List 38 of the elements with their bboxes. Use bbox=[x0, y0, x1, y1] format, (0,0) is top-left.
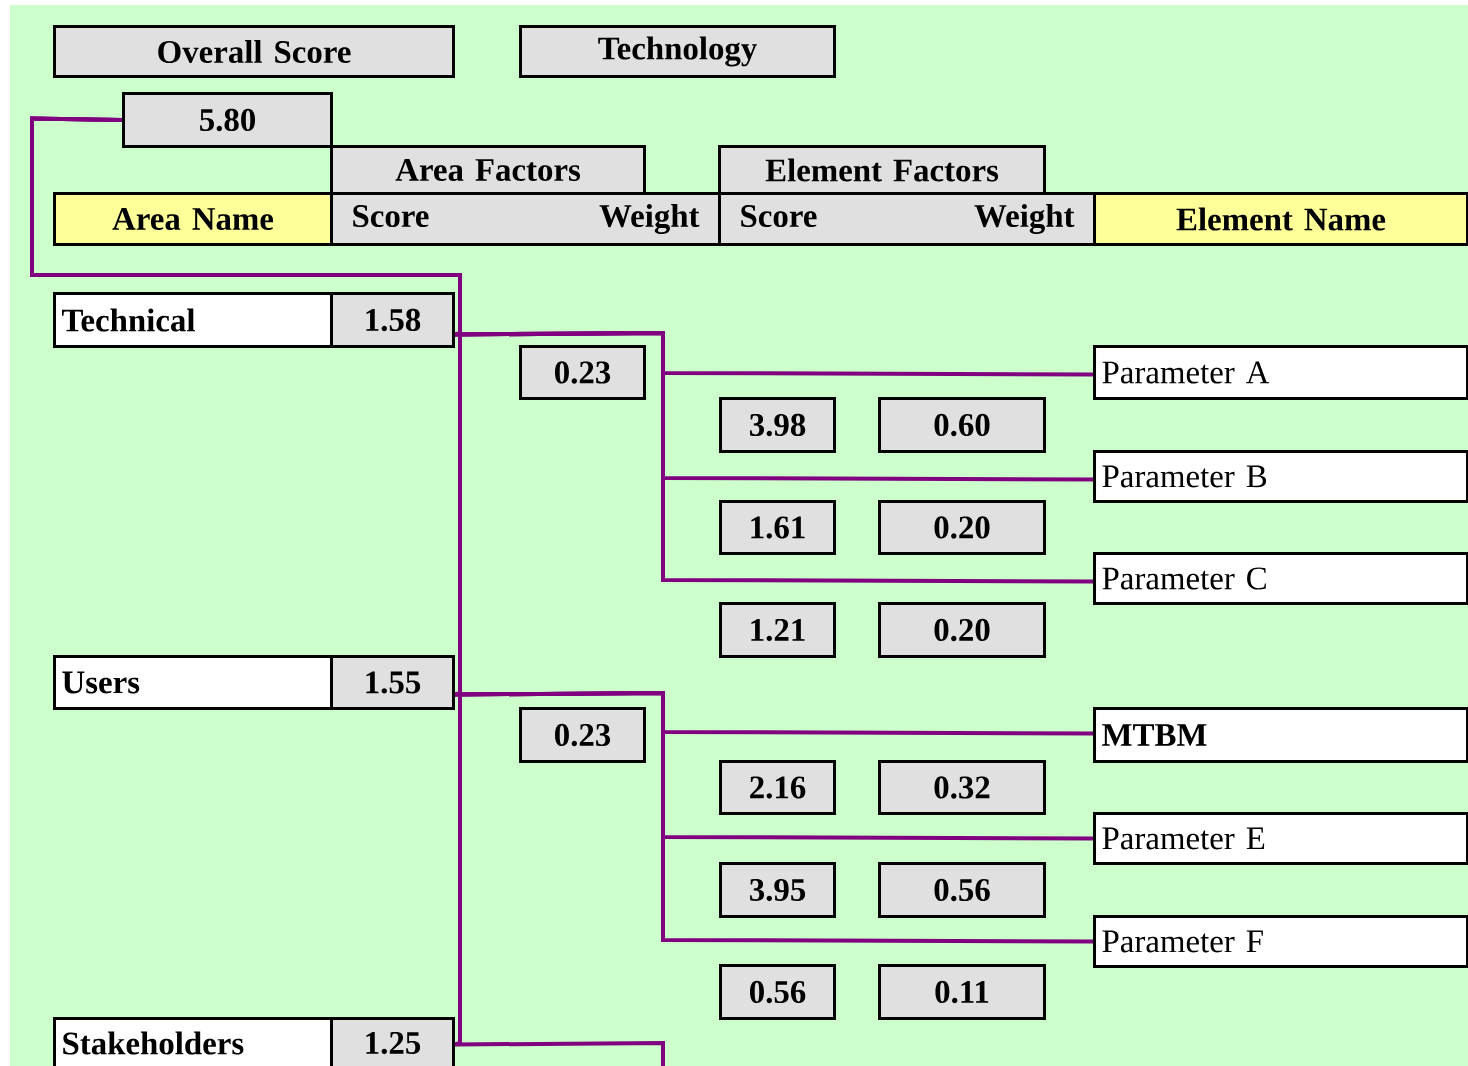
score-box: 2.16 bbox=[719, 760, 836, 815]
connector-line bbox=[455, 331, 1093, 584]
weight-box: 0.23 bbox=[519, 707, 646, 763]
name-cell: Parameter A bbox=[1093, 345, 1468, 400]
score-box: 1.61 bbox=[719, 500, 836, 555]
column-header: Element Factors bbox=[718, 145, 1046, 195]
name-cell: MTBM bbox=[1093, 707, 1468, 763]
name-cell: Parameter C bbox=[1093, 552, 1468, 605]
connector-line bbox=[455, 1041, 665, 1066]
score-box: 1.55 bbox=[330, 655, 455, 710]
header-box: Technology bbox=[519, 25, 836, 78]
score-box: 1.58 bbox=[330, 292, 455, 348]
column-header: Element Name bbox=[1093, 192, 1468, 246]
weight-box: 0.11 bbox=[878, 964, 1046, 1020]
weight-box: 0.20 bbox=[878, 500, 1046, 555]
weight-box: 0.56 bbox=[878, 862, 1046, 918]
column-header: Score Weight bbox=[330, 192, 721, 246]
weight-box: 0.32 bbox=[878, 760, 1046, 815]
score-box: 3.95 bbox=[719, 862, 836, 918]
name-cell: Parameter E bbox=[1093, 812, 1468, 865]
connector-line bbox=[455, 691, 1093, 944]
column-header: Score Weight bbox=[718, 192, 1096, 246]
header-box: Overall Score bbox=[53, 25, 455, 78]
weight-box: 0.20 bbox=[878, 602, 1046, 658]
column-header: Area Name bbox=[53, 192, 333, 246]
weight-box: 0.60 bbox=[878, 397, 1046, 453]
score-box: 1.21 bbox=[719, 602, 836, 658]
score-box: 1.25 bbox=[330, 1017, 455, 1066]
name-cell: Parameter B bbox=[1093, 450, 1468, 503]
name-cell: Parameter F bbox=[1093, 915, 1468, 968]
score-box: 0.56 bbox=[719, 964, 836, 1020]
column-header: Area Factors bbox=[330, 145, 646, 195]
score-box: 5.80 bbox=[122, 92, 333, 148]
name-cell: Stakeholders bbox=[53, 1017, 333, 1066]
name-cell: Technical bbox=[53, 292, 333, 348]
name-cell: Users bbox=[53, 655, 333, 710]
weight-box: 0.23 bbox=[519, 345, 646, 400]
score-box: 3.98 bbox=[719, 397, 836, 453]
